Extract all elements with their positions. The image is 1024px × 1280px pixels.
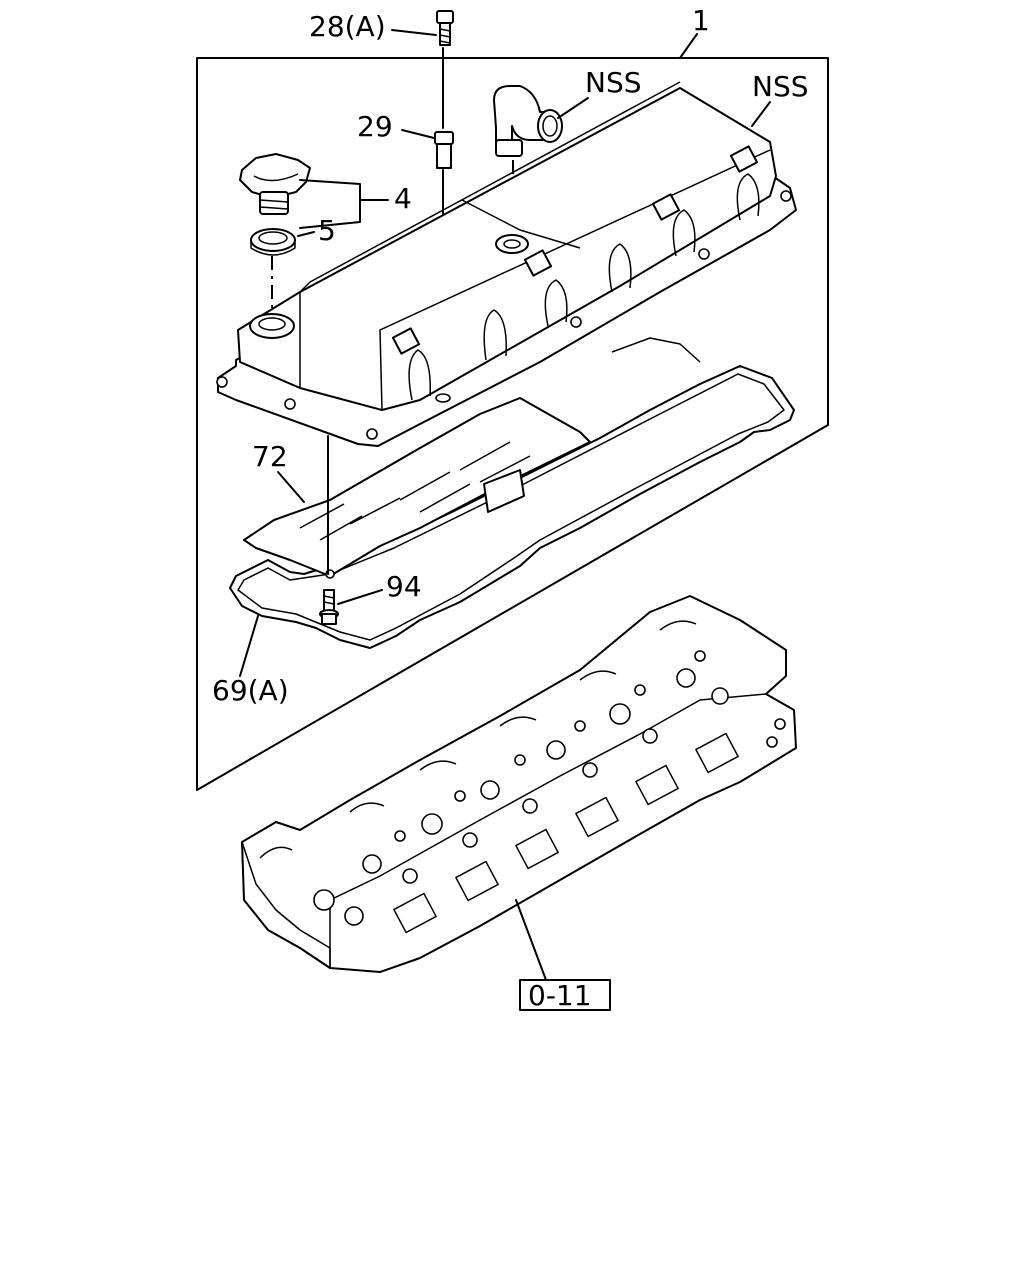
- callout-69a: 69(A): [212, 615, 289, 707]
- callout-28a: 28(A): [309, 10, 437, 43]
- seal-ring-5[interactable]: [250, 228, 296, 256]
- svg-text:94: 94: [386, 570, 422, 603]
- rocker-cover[interactable]: [216, 81, 797, 447]
- svg-text:1: 1: [692, 4, 710, 37]
- callout-72: 72: [252, 440, 305, 503]
- callout-29: 29: [357, 110, 435, 143]
- svg-text:5: 5: [318, 214, 336, 247]
- bolt-94[interactable]: [319, 589, 339, 625]
- callout-94: 94: [337, 570, 422, 605]
- baffle-plate-72[interactable]: [243, 397, 591, 579]
- sleeve-29[interactable]: [434, 131, 454, 169]
- svg-text:69(A): 69(A): [212, 674, 289, 707]
- oil-filler-cap[interactable]: [239, 153, 311, 215]
- callout-4: 4: [299, 179, 412, 229]
- assembly-boundary: [196, 57, 829, 791]
- callout-ref-0-11[interactable]: 0-11: [515, 899, 611, 1012]
- callout-nss-pipe: NSS: [557, 66, 642, 119]
- svg-text:NSS: NSS: [752, 70, 809, 103]
- cylinder-head[interactable]: [241, 595, 797, 973]
- svg-text:29: 29: [357, 110, 393, 143]
- svg-text:0-11: 0-11: [528, 979, 592, 1012]
- svg-text:28(A): 28(A): [309, 10, 386, 43]
- svg-text:NSS: NSS: [585, 66, 642, 99]
- bolt-28a[interactable]: [436, 10, 454, 46]
- svg-text:72: 72: [252, 440, 288, 473]
- callout-nss-cover: NSS: [751, 70, 809, 127]
- callout-1[interactable]: 1: [679, 4, 710, 59]
- callout-5: 5: [297, 214, 336, 247]
- breather-pipe[interactable]: [493, 85, 563, 157]
- svg-text:4: 4: [394, 182, 412, 215]
